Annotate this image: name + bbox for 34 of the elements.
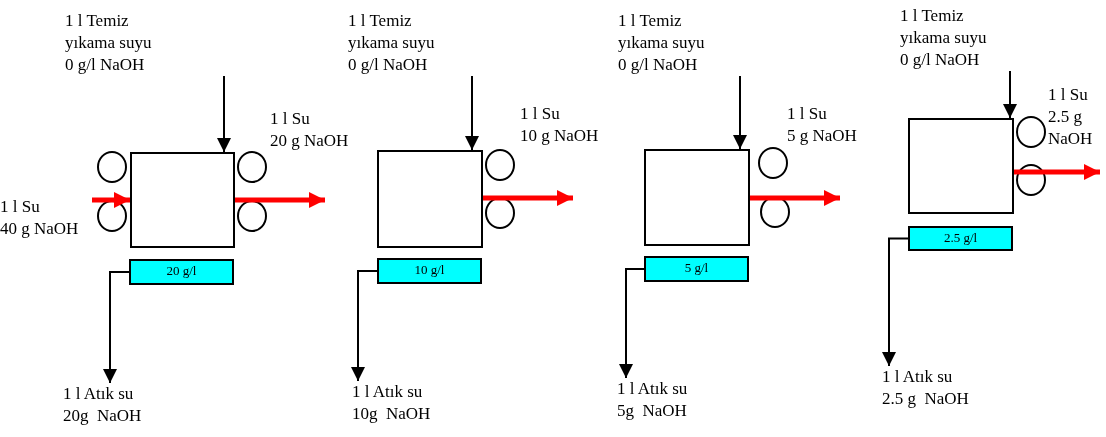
- arrow: [1014, 164, 1100, 180]
- arrow: [733, 75, 747, 150]
- tank-box: [130, 152, 235, 248]
- arrow: [351, 270, 378, 382]
- arrow: [103, 271, 130, 384]
- concentration-bar: 2.5 g/l: [908, 226, 1013, 251]
- arrow: [217, 75, 231, 153]
- outlet-label: 1 l Su 10 g NaOH: [520, 103, 600, 147]
- waste-water-label: 1 l Atık su 2.5 g NaOH: [882, 366, 1012, 410]
- arrow: [92, 192, 130, 208]
- arrow: [750, 190, 840, 206]
- waste-water-label: 1 l Atık su 10g NaOH: [352, 381, 482, 425]
- outlet-label: 1 l Su 2.5 g NaOH: [1048, 84, 1094, 150]
- arrow: [882, 237, 909, 367]
- tank-box: [377, 150, 483, 248]
- outlet-label: 1 l Su 20 g NaOH: [270, 108, 350, 152]
- arrow: [483, 190, 573, 206]
- waste-water-label: 1 l Atık su 5g NaOH: [617, 378, 747, 422]
- inlet-label: 1 l Temiz yıkama suyu 0 g/l NaOH: [348, 10, 478, 76]
- tank-box: [644, 149, 750, 246]
- arrow: [235, 192, 325, 208]
- concentration-bar: 20 g/l: [129, 259, 234, 285]
- feed-label: 1 l Su 40 g NaOH: [0, 196, 92, 240]
- inlet-label: 1 l Temiz yıkama suyu 0 g/l NaOH: [618, 10, 746, 76]
- concentration-bar: 10 g/l: [377, 258, 482, 284]
- arrow: [1003, 70, 1017, 119]
- outlet-label: 1 l Su 5 g NaOH: [787, 103, 858, 147]
- inlet-label: 1 l Temiz yıkama suyu 0 g/l NaOH: [65, 10, 230, 76]
- inlet-label: 1 l Temiz yıkama suyu 0 g/l NaOH: [900, 5, 1016, 71]
- tank-box: [908, 118, 1014, 214]
- arrow: [465, 75, 479, 151]
- arrow: [619, 268, 645, 379]
- waste-water-label: 1 l Atık su 20g NaOH: [63, 383, 193, 427]
- concentration-bar: 5 g/l: [644, 256, 749, 282]
